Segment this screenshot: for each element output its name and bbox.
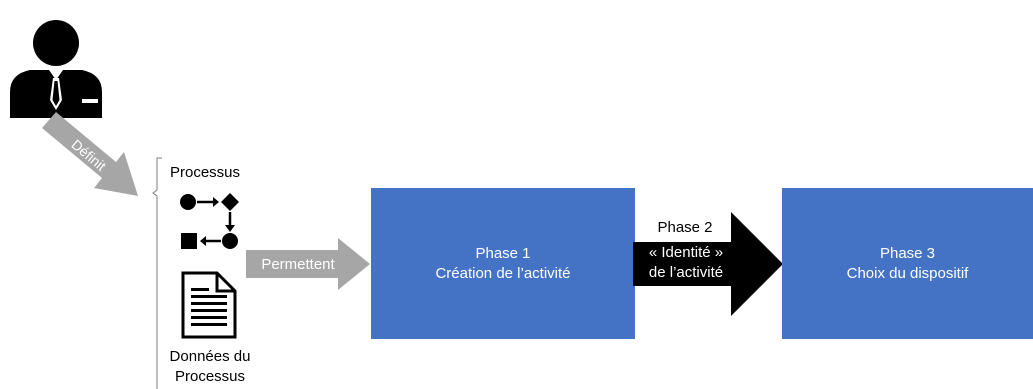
- process-flow-icon: [180, 193, 239, 249]
- phase-2-line2: « Identité »: [648, 244, 724, 261]
- data-label-line2: Processus: [174, 368, 246, 385]
- phase-2-arrow: [633, 212, 783, 316]
- enables-arrow-label: Permettent: [261, 256, 335, 273]
- data-label-line1: Données du: [169, 348, 251, 365]
- data-label: Données du Processus: [158, 347, 262, 387]
- phase-1-box: Phase 1 Création de l’activité: [371, 188, 635, 339]
- phase-3-subtitle: Choix du dispositif: [846, 264, 969, 282]
- enables-arrow: Permettent: [246, 238, 370, 290]
- phase-2-label: « Identité » de l’activité: [633, 243, 739, 283]
- phase-2-title: Phase 2: [657, 219, 713, 236]
- businessman-icon: [10, 20, 102, 118]
- process-label: Processus: [170, 164, 241, 181]
- phase-3-title: Phase 3: [879, 244, 936, 262]
- phase-2-line3: de l’activité: [648, 264, 724, 281]
- defines-arrow: Définit: [42, 112, 138, 196]
- phase-1-title: Phase 1: [475, 244, 531, 262]
- phase-1-subtitle: Création de l’activité: [435, 264, 571, 282]
- grouping-bracket: [152, 157, 162, 389]
- document-icon: [181, 271, 237, 339]
- phase-3-box: Phase 3 Choix du dispositif: [782, 188, 1033, 339]
